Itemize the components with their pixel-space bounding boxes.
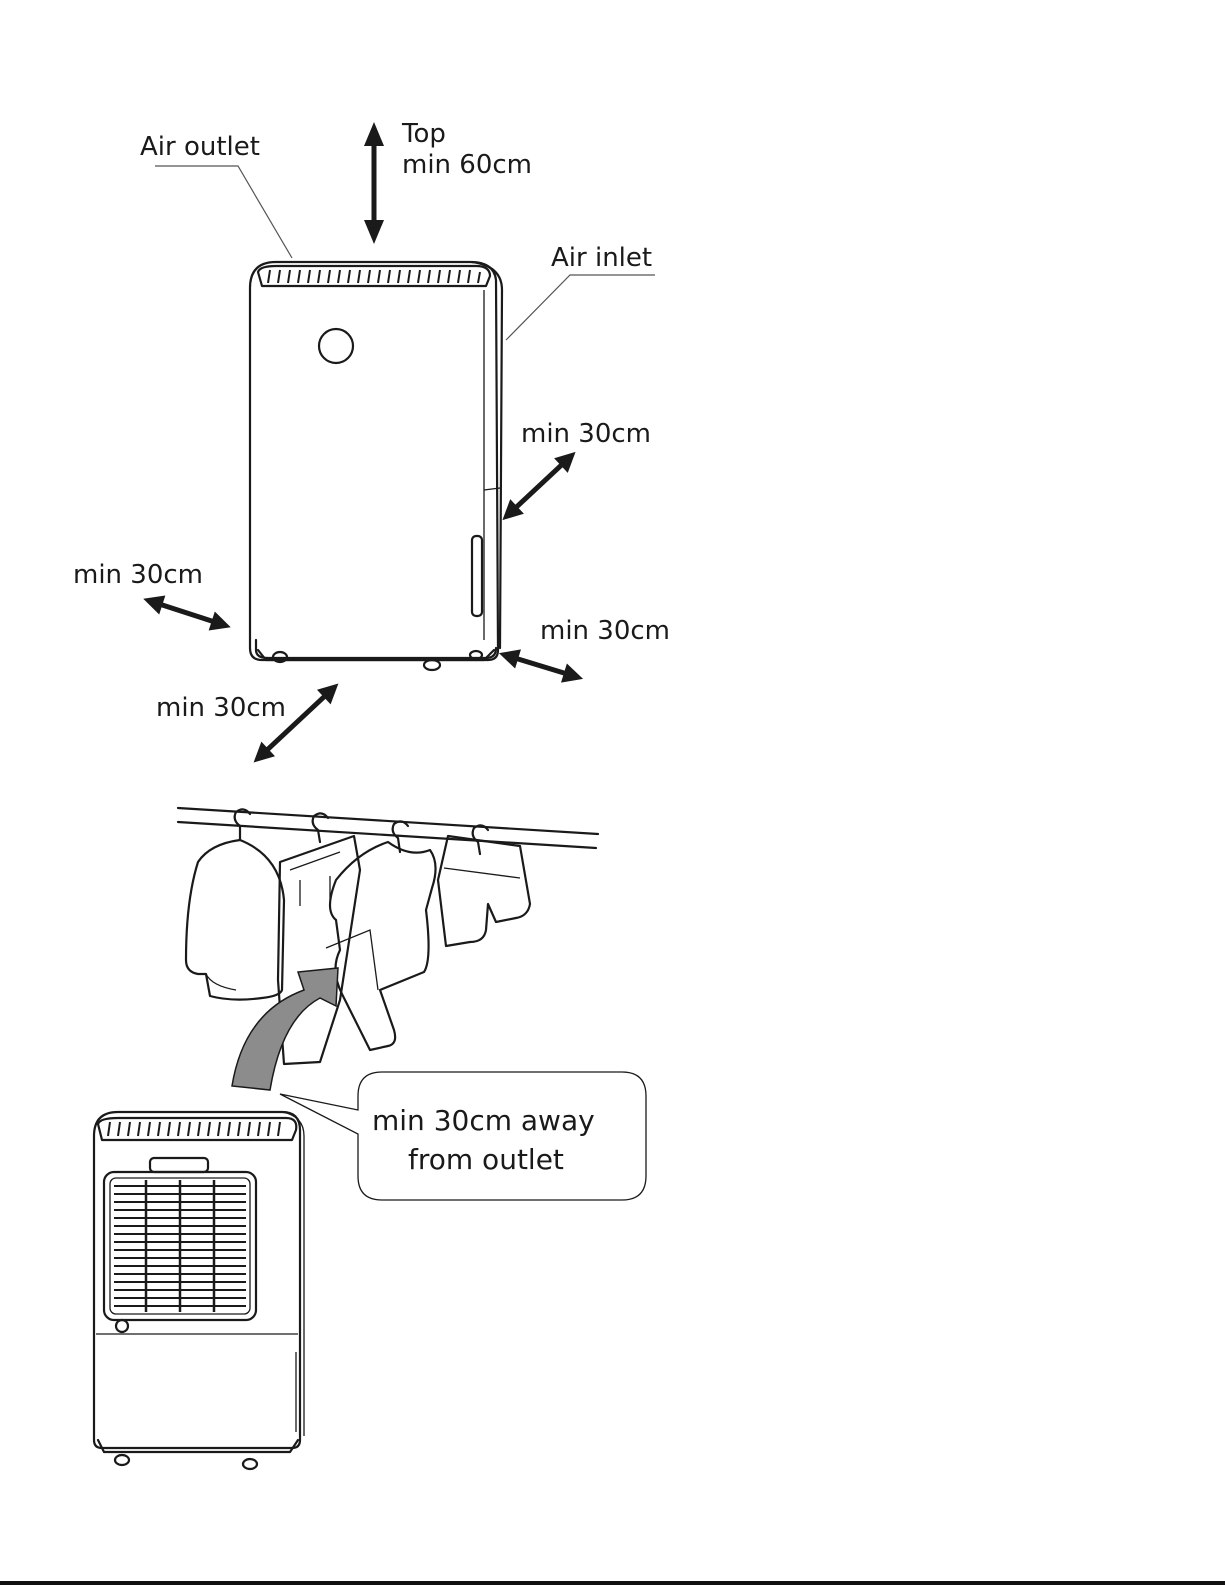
airflow-curved-arrow-icon	[232, 968, 338, 1090]
dehumidifier-top-view	[250, 262, 502, 670]
right-back-clearance-label: min 30cm	[521, 419, 651, 449]
outlet-distance-callout: min 30cm away from outlet	[280, 1072, 646, 1200]
right-back-clearance-arrow-icon	[496, 445, 583, 528]
air-outlet-leader	[155, 166, 292, 258]
caster-wheel-icon	[115, 1455, 257, 1469]
top-clearance-label-line1: Top	[401, 119, 446, 149]
callout-text-line2: from outlet	[408, 1143, 564, 1176]
top-clearance-label-line2: min 60cm	[402, 150, 532, 180]
left-clearance-arrow-icon	[140, 589, 234, 636]
right-front-clearance-arrow-icon	[496, 644, 586, 689]
front-clearance-label: min 30cm	[156, 693, 286, 723]
right-front-clearance-label: min 30cm	[540, 616, 670, 646]
air-outlet-label: Air outlet	[140, 132, 260, 162]
dehumidifier-rear-view	[94, 1112, 304, 1469]
control-knob-icon	[319, 329, 353, 363]
carry-handle-icon	[150, 1158, 208, 1172]
top-clearance-arrow-icon	[364, 122, 384, 244]
air-inlet-label: Air inlet	[551, 243, 652, 273]
air-inlet-leader	[506, 275, 655, 340]
drain-outlet-icon	[116, 1320, 128, 1332]
left-clearance-label: min 30cm	[73, 560, 203, 590]
rear-intake-grille	[114, 1180, 246, 1312]
callout-text-line1: min 30cm away	[372, 1104, 595, 1137]
hanging-laundry-illustration	[178, 808, 598, 1064]
front-clearance-arrow-icon	[247, 676, 345, 770]
page-bottom-rule	[0, 1581, 1225, 1585]
